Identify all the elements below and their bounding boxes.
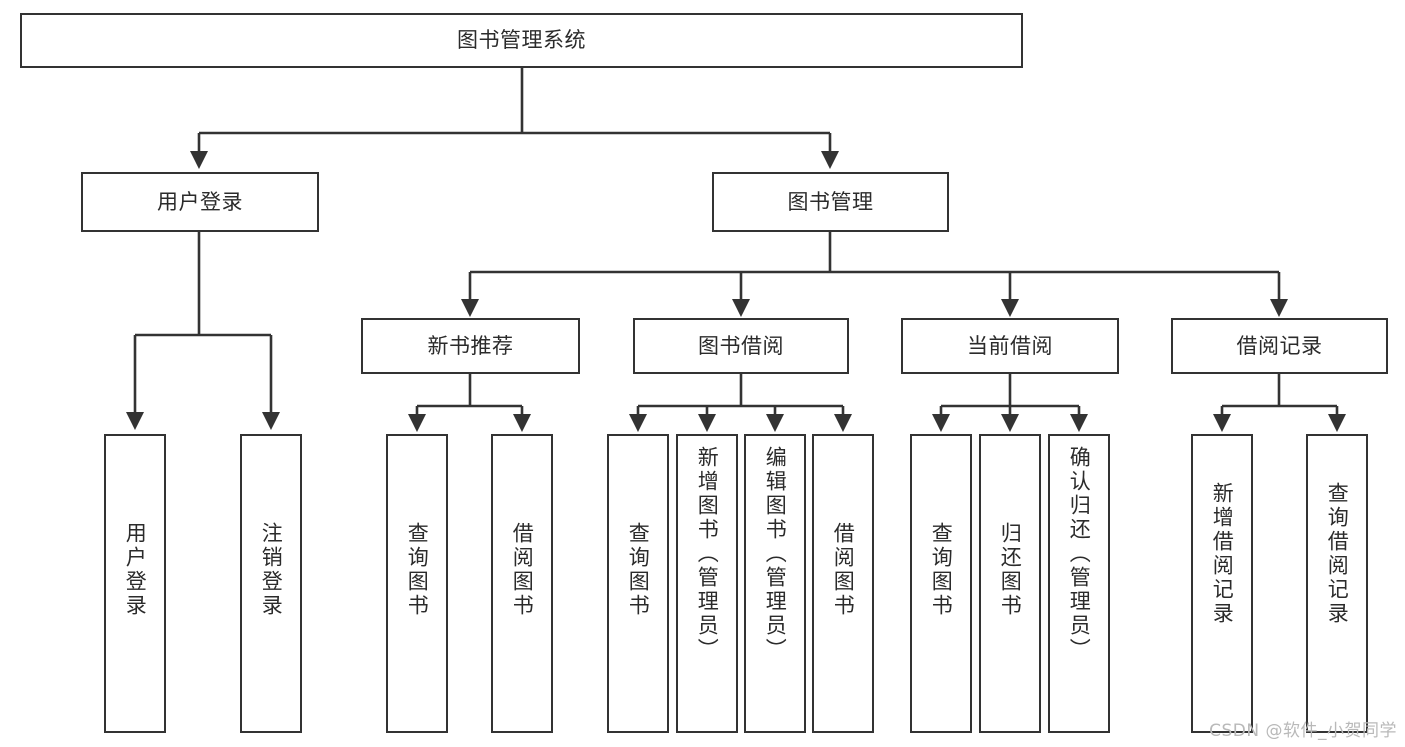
node-label: 新增图书（管理员）: [695, 446, 720, 662]
leaf-new-book-query[interactable]: 查询图书: [386, 434, 448, 733]
node-current-borrow[interactable]: 当前借阅: [901, 318, 1119, 374]
node-label: 图书借阅: [698, 333, 784, 358]
node-label: 借阅记录: [1236, 333, 1323, 358]
node-label: 借阅图书: [510, 522, 535, 618]
node-label: 用户登录: [123, 522, 148, 618]
node-label: 查询图书: [626, 522, 651, 618]
node-label: 借阅图书: [831, 522, 856, 618]
node-user-login[interactable]: 用户登录: [81, 172, 319, 232]
node-book-borrow[interactable]: 图书借阅: [633, 318, 849, 374]
node-label: 图书管理: [787, 189, 874, 214]
leaf-book-borrow-query[interactable]: 查询图书: [607, 434, 669, 733]
leaf-new-book-borrow[interactable]: 借阅图书: [491, 434, 553, 733]
leaf-current-borrow-return[interactable]: 归还图书: [979, 434, 1041, 733]
node-root-system[interactable]: 图书管理系统: [20, 13, 1023, 68]
node-label: 编辑图书（管理员）: [763, 446, 788, 662]
leaf-user-login-login[interactable]: 用户登录: [104, 434, 166, 733]
node-label: 查询借阅记录: [1325, 482, 1350, 626]
node-label: 查询图书: [405, 522, 430, 618]
node-borrow-record[interactable]: 借阅记录: [1171, 318, 1388, 374]
node-label: 用户登录: [157, 189, 243, 214]
node-label: 查询图书: [929, 522, 954, 618]
node-label: 注销登录: [259, 522, 284, 618]
leaf-borrow-record-query[interactable]: 查询借阅记录: [1306, 434, 1368, 733]
leaf-borrow-record-add[interactable]: 新增借阅记录: [1191, 434, 1253, 733]
node-label: 确认归还（管理员）: [1067, 446, 1092, 662]
leaf-book-borrow-edit[interactable]: 编辑图书（管理员）: [744, 434, 806, 733]
node-label: 归还图书: [998, 522, 1023, 618]
leaf-current-borrow-confirm[interactable]: 确认归还（管理员）: [1048, 434, 1110, 733]
leaf-user-login-logout[interactable]: 注销登录: [240, 434, 302, 733]
leaf-current-borrow-query[interactable]: 查询图书: [910, 434, 972, 733]
node-new-book-recommend[interactable]: 新书推荐: [361, 318, 580, 374]
node-book-management[interactable]: 图书管理: [712, 172, 949, 232]
leaf-book-borrow-add[interactable]: 新增图书（管理员）: [676, 434, 738, 733]
node-label: 图书管理系统: [457, 28, 586, 53]
node-label: 新书推荐: [427, 333, 514, 358]
leaf-book-borrow-borrow[interactable]: 借阅图书: [812, 434, 874, 733]
node-label: 当前借阅: [967, 333, 1053, 358]
node-label: 新增借阅记录: [1210, 482, 1235, 626]
